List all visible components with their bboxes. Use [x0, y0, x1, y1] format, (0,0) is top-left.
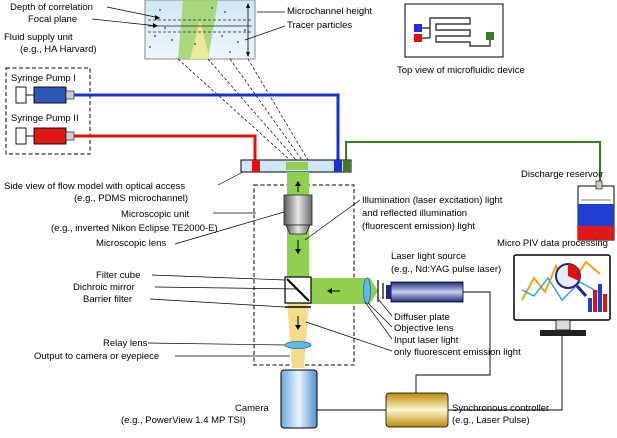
label-sync-controller: Synchronous controller	[452, 403, 549, 414]
label-barrier-filter: Barrier filter	[83, 294, 132, 305]
discharge-reservoir	[577, 180, 615, 241]
label-illumination-3: (fluorescent emission) light	[362, 221, 475, 232]
label-microscopic-unit: Microscopic unit	[121, 209, 189, 220]
label-fluid-supply-unit-eg: (e.g., HA Harvard)	[20, 44, 97, 55]
microscopic-unit-box	[253, 184, 355, 366]
labels: Depth of correlation Focal plane Fluid s…	[4, 2, 608, 426]
red-tubing	[74, 134, 257, 162]
label-sync-controller-eg: (e.g., Laser Pulse)	[452, 415, 530, 426]
label-laser-source: Laser light source	[391, 251, 466, 262]
blue-tubing	[74, 93, 340, 162]
label-relay-lens: Relay lens	[103, 338, 148, 349]
label-side-view: Side view of flow model with optical acc…	[4, 181, 185, 192]
label-microscopic-lens: Microscopic lens	[96, 238, 166, 249]
top-view-device	[404, 3, 504, 58]
label-microchannel-height: Microchannel height	[287, 6, 372, 17]
label-top-view: Top view of microfluidic device	[397, 65, 525, 76]
microchannel-inset	[144, 0, 256, 60]
label-depth-of-correlation: Depth of correlation	[10, 2, 93, 13]
microscopic-lens	[283, 194, 313, 226]
label-syringe-pump-2: Syringe Pump II	[11, 113, 79, 124]
leader-lines	[147, 171, 393, 357]
label-dichroic-mirror: Dichroic mirror	[73, 282, 135, 293]
label-discharge-reservoir: Discharge reservoir	[521, 169, 603, 180]
label-illumination-2: and reflected illumination	[362, 208, 467, 219]
camera-body	[280, 369, 318, 429]
label-diffuser-plate: Diffuser plate	[394, 312, 450, 323]
beam-arrows	[295, 181, 340, 330]
label-syringe-pump-1: Syringe Pump I	[11, 73, 76, 84]
fluid-supply-unit	[5, 67, 91, 155]
label-filter-cube: Filter cube	[96, 270, 140, 281]
label-tracer-particles: Tracer particles	[287, 20, 352, 31]
wiring	[317, 291, 563, 411]
label-camera: Camera	[235, 403, 270, 414]
label-illumination-1: Illumination (laser excitation) light	[362, 195, 503, 206]
tracer-particle-dots	[149, 7, 246, 53]
label-input-laser-light: Input laser light	[394, 335, 459, 346]
label-focal-plane: Focal plane	[28, 14, 77, 25]
label-laser-source-eg: (e.g., Nd:YAG pulse laser)	[391, 264, 501, 275]
label-micro-piv: Micro PIV data processing	[497, 238, 608, 249]
label-output-camera: Output to camera or eyepiece	[34, 351, 159, 362]
label-side-view-eg: (e.g., PDMS microchannel)	[74, 193, 188, 204]
label-fluid-supply-unit: Fluid supply unit	[4, 32, 73, 43]
label-objective-lens: Objective lens	[394, 323, 454, 334]
synchronous-controller-body	[385, 392, 449, 428]
laser-light-source	[390, 281, 464, 303]
side-view-channel	[240, 159, 352, 173]
discharge-tubing	[345, 141, 601, 188]
micro-piv-monitor	[513, 254, 611, 336]
objective-lens	[363, 277, 371, 305]
label-camera-eg: (e.g., PowerView 1.4 MP TSI)	[121, 415, 246, 426]
label-fluorescent-only: only fluorescent emission light	[394, 347, 521, 358]
label-microscopic-unit-eg: (e.g., inverted Nikon Eclipse TE2000-E)	[51, 223, 218, 234]
relay-lens	[284, 341, 312, 349]
